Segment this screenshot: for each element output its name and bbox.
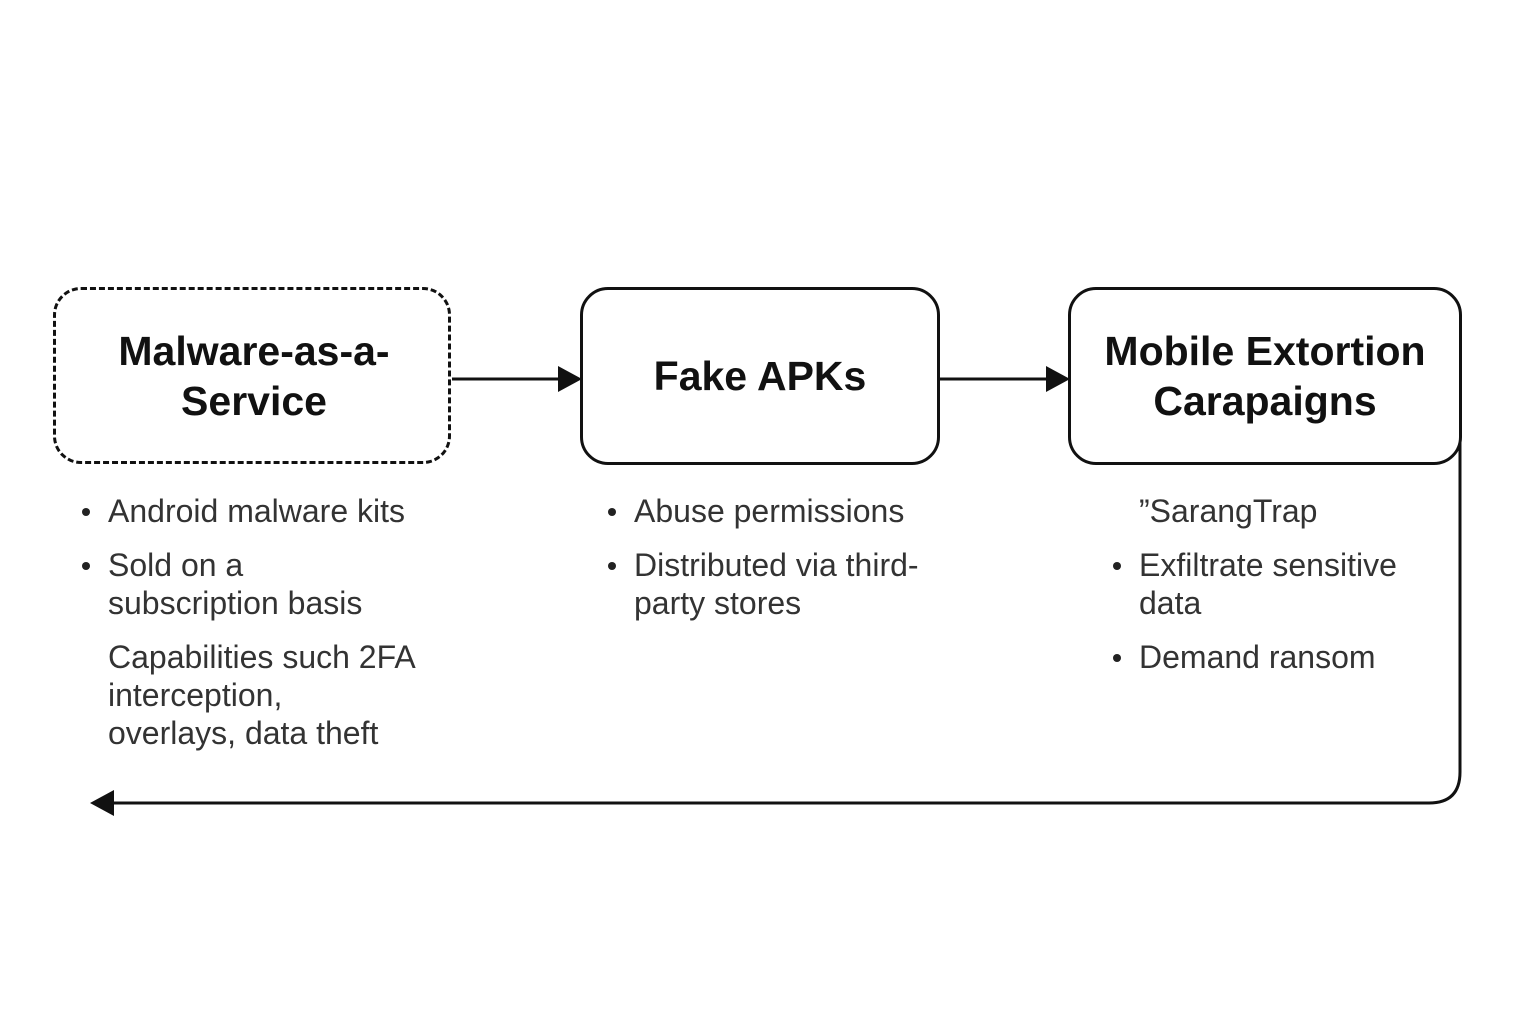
bullet-icon bbox=[608, 508, 616, 516]
note-text: Android malware kits bbox=[108, 493, 405, 529]
note-text: Abuse permissions bbox=[634, 493, 905, 529]
note-bullet: Sold on a subscription basis bbox=[82, 546, 462, 622]
note-bullet: Abuse permissions bbox=[608, 492, 938, 530]
note-text: Exfiltrate sensitive data bbox=[1139, 547, 1397, 621]
node-malware-as-a-service: Malware-as-a-Service bbox=[53, 287, 451, 464]
note-quote: ”SarangTrap bbox=[1113, 492, 1453, 530]
edge-extortion-loop-back bbox=[90, 440, 1462, 816]
note-bullet: Android malware kits bbox=[82, 492, 462, 530]
arrowhead-icon bbox=[90, 790, 114, 816]
note-text: ”SarangTrap bbox=[1139, 493, 1318, 529]
bullet-icon bbox=[1113, 562, 1121, 570]
bullet-icon bbox=[1113, 654, 1121, 662]
node-mobile-extortion-campaigns: Mobile Extortion Carapaigns bbox=[1068, 287, 1462, 465]
bullet-icon bbox=[82, 562, 90, 570]
note-bullet: Exfiltrate sensitive data bbox=[1113, 546, 1453, 622]
node-fake-apks: Fake APKs bbox=[580, 287, 940, 465]
note-text: Demand ransom bbox=[1139, 639, 1376, 675]
notes-mobile-extortion-campaigns: ”SarangTrap Exfiltrate sensitive data De… bbox=[1113, 492, 1453, 692]
bullet-icon bbox=[608, 562, 616, 570]
node-label: Mobile Extortion Carapaigns bbox=[1104, 328, 1426, 424]
node-label: Fake APKs bbox=[653, 353, 867, 399]
note-text: Sold on a subscription basis bbox=[108, 547, 363, 621]
note-bullet: Demand ransom bbox=[1113, 638, 1453, 676]
notes-malware-as-a-service: Android malware kits Sold on a subscript… bbox=[82, 492, 462, 768]
note-text: Distributed via third-party stores bbox=[634, 547, 919, 621]
notes-fake-apks: Abuse permissions Distributed via third-… bbox=[608, 492, 938, 638]
note-bullet: Distributed via third-party stores bbox=[608, 546, 938, 622]
node-label: Malware-as-a-Service bbox=[118, 327, 390, 424]
bullet-icon bbox=[82, 508, 90, 516]
edge-fake-apks-to-extortion bbox=[940, 366, 1070, 392]
arrowhead-icon bbox=[1046, 366, 1070, 392]
arrowhead-icon bbox=[558, 366, 582, 392]
note-text: Capabilities such 2FA interception, over… bbox=[108, 639, 414, 751]
note-plain: Capabilities such 2FA interception, over… bbox=[82, 638, 462, 752]
edge-maas-to-fake-apks bbox=[452, 366, 582, 392]
